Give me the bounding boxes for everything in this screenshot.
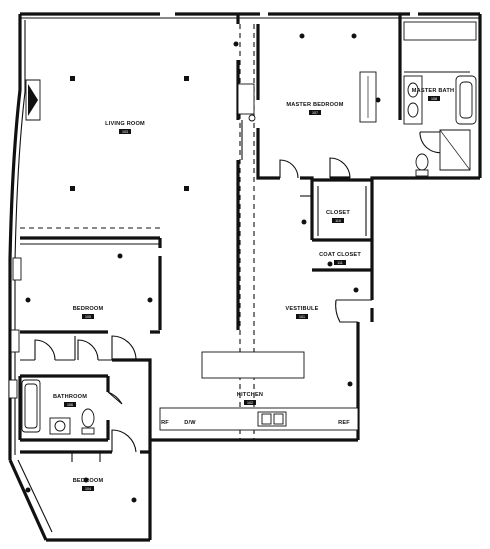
room-label-bedroom-1: BEDROOM	[73, 306, 104, 312]
room-number-tag-bedroom-1	[82, 314, 94, 319]
room-number-tag-living	[119, 129, 131, 134]
room-number-bedroom-2: 104	[85, 487, 91, 491]
room-number-closet: 110	[335, 219, 341, 223]
fixtures	[21, 21, 477, 462]
interior-walls	[18, 14, 470, 454]
left-windows	[8, 257, 22, 399]
room-number-tag-vestibule	[296, 314, 308, 319]
room-label-master-bath: MASTER BATH	[412, 88, 455, 94]
room-number-bathroom: 106	[67, 403, 73, 407]
room-number-tag-closet	[332, 218, 344, 223]
room-label-kitchen: KITCHEN	[237, 392, 263, 398]
room-number-tag-kitchen	[244, 400, 256, 405]
room-label-closet: CLOSET	[326, 210, 350, 216]
room-number-kitchen: 102	[247, 401, 253, 405]
room-number-master-bedroom: 107	[312, 111, 318, 115]
appliance-tag-range: REF	[338, 420, 350, 426]
room-label-coat-closet: COAT CLOSET	[319, 252, 361, 258]
room-number-living: 103	[122, 130, 128, 134]
room-number-master-bath: 108	[431, 97, 437, 101]
room-labels: LIVING ROOM 103 MASTER BEDROOM 107 MASTE…	[53, 88, 454, 491]
room-number-coat-closet: 111	[337, 261, 342, 265]
doors	[34, 131, 446, 453]
room-number-tag-bedroom-2	[82, 486, 94, 491]
room-label-bedroom-2: BEDROOM	[73, 478, 104, 484]
room-label-master-bedroom: MASTER BEDROOM	[286, 102, 343, 108]
appliance-tag-refrigerator: RF	[161, 420, 169, 426]
room-number-tag-bathroom	[64, 402, 76, 407]
room-label-bathroom: BATHROOM	[53, 394, 87, 400]
ceiling-fixtures	[25, 33, 381, 503]
exterior-walls	[8, 12, 482, 542]
room-number-tag-master-bath	[428, 96, 440, 101]
room-number-vestibule: 101	[299, 315, 305, 319]
room-label-vestibule: VESTIBULE	[285, 306, 318, 312]
appliance-tag-dishwasher: D/W	[184, 420, 196, 426]
room-number-tag-coat-closet	[334, 260, 346, 265]
room-label-living: LIVING ROOM	[105, 121, 145, 127]
room-number-tag-master-bedroom	[309, 110, 321, 115]
room-number-bedroom-1: 105	[85, 315, 91, 319]
